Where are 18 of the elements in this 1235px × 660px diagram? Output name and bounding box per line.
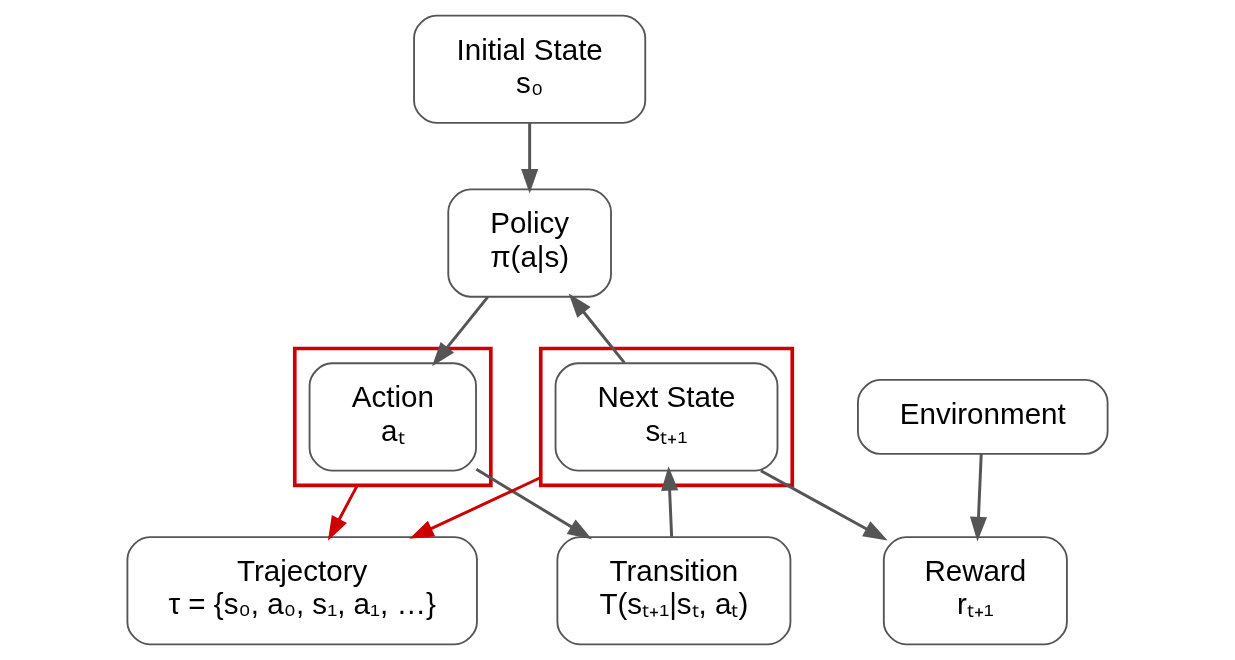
node-box: Environment bbox=[857, 379, 1109, 455]
cluster bbox=[538, 346, 795, 488]
arrow bbox=[409, 476, 542, 539]
node-box: Next State sₜ₊₁ bbox=[554, 362, 779, 472]
cluster bbox=[292, 346, 493, 488]
arrow bbox=[475, 468, 593, 540]
arrow bbox=[568, 293, 626, 364]
arrow bbox=[661, 466, 679, 537]
arrow bbox=[521, 123, 539, 194]
node-box: Action aₜ bbox=[308, 362, 477, 472]
node-box: Trajectory τ = {s₀, a₀, s₁, a₁, …} bbox=[126, 536, 478, 646]
node-box: Initial State s₀ bbox=[413, 14, 647, 124]
node-box: Transition T(sₜ₊₁|sₜ, aₜ) bbox=[556, 536, 792, 646]
node-box: Policy π(a|s) bbox=[447, 188, 612, 298]
node-box: Reward rₜ₊₁ bbox=[882, 536, 1068, 646]
arrow bbox=[327, 484, 359, 541]
arrow bbox=[432, 295, 489, 367]
arrow bbox=[969, 453, 988, 542]
